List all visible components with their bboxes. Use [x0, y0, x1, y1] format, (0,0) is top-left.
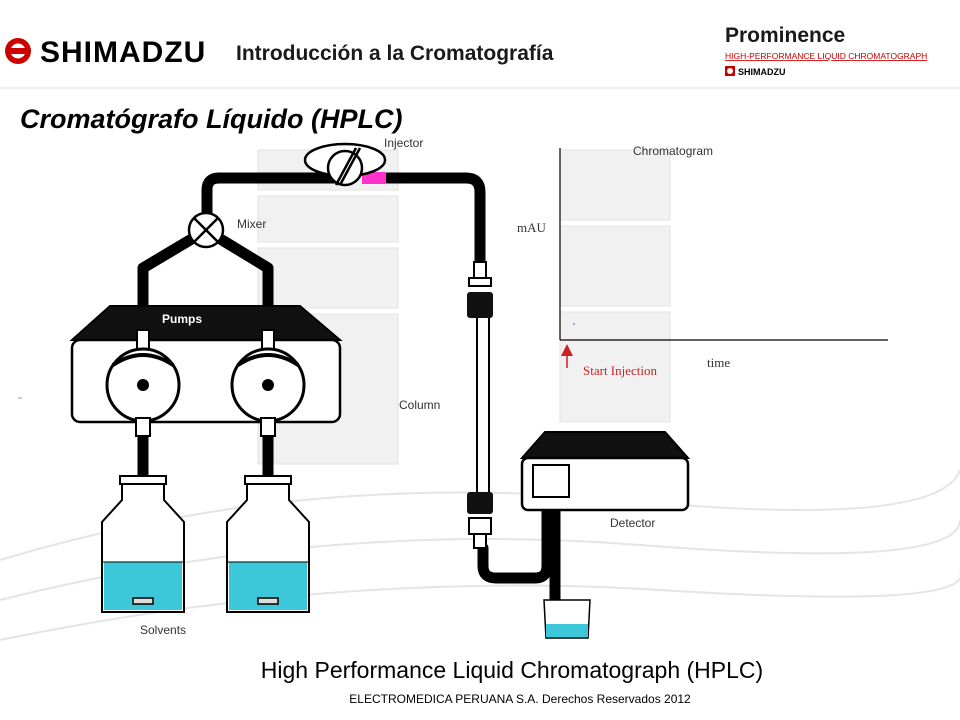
column-label: Column — [399, 398, 440, 412]
logo-text: SHIMADZU — [40, 36, 206, 69]
mixer — [187, 211, 225, 249]
injector-label: Injector — [384, 136, 423, 150]
solvents-label: Solvents — [140, 623, 186, 637]
course-title: Introducción a la Cromatografía — [236, 42, 554, 65]
brand-product: Prominence — [725, 24, 845, 47]
detector-label: Detector — [610, 516, 655, 530]
start-injection-label: Start Injection — [583, 363, 658, 378]
detector-unit — [519, 431, 691, 512]
brand-maker: SHIMADZU — [738, 67, 786, 77]
shimadzu-logo: SHIMADZU — [5, 36, 206, 69]
injector-valve — [303, 142, 387, 187]
solvent-bottle-left — [101, 475, 185, 613]
y-axis-label: mAU — [517, 220, 547, 235]
chromatogram-plot — [559, 148, 888, 341]
pump-unit — [69, 305, 343, 437]
brand-maker-logo: SHIMADZU — [725, 66, 786, 77]
x-axis-label: time — [707, 355, 730, 370]
solvent-bottle-right — [226, 475, 310, 613]
injector-loop — [362, 172, 386, 184]
slide-title: Cromatógrafo Líquido (HPLC) — [20, 104, 402, 134]
slide-footer: ELECTROMEDICA PERUANA S.A. Derechos Rese… — [349, 692, 691, 706]
chromatogram-title: Chromatogram — [633, 144, 713, 158]
slide-caption: High Performance Liquid Chromatograph (H… — [261, 657, 763, 683]
brand-tagline: HIGH-PERFORMANCE LIQUID CHROMATOGRAPH — [725, 51, 927, 61]
waste-beaker — [543, 599, 591, 639]
column — [467, 261, 493, 549]
pumps-label: Pumps — [162, 312, 202, 326]
prominence-brand: Prominence HIGH-PERFORMANCE LIQUID CHROM… — [725, 24, 927, 77]
mixer-label: Mixer — [237, 217, 266, 231]
